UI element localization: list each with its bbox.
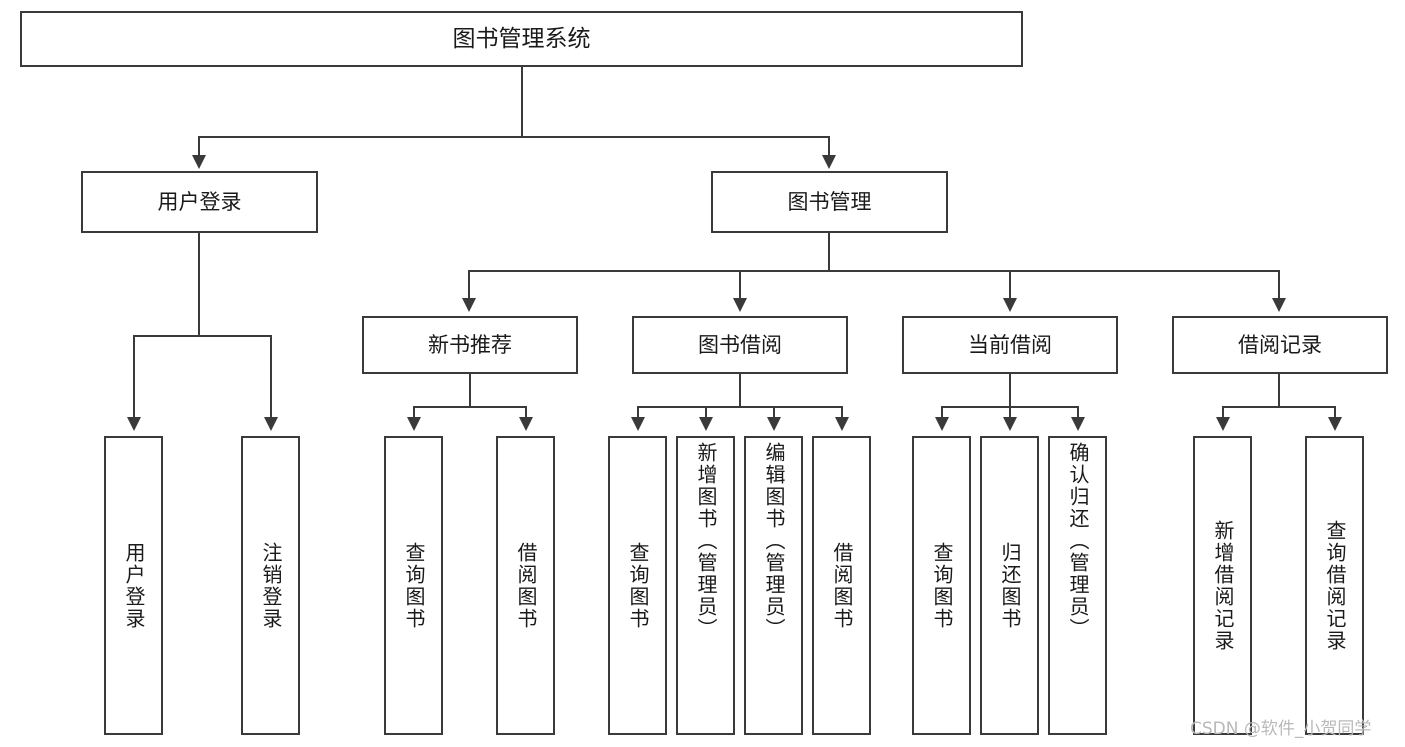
watermark-text: CSDN @软件_小贺同学 (1190, 719, 1372, 739)
connector-root-to-book-manage (828, 136, 830, 158)
connector-book-borrow-to-leaf-2 (705, 406, 707, 419)
leaf-node-current-confirm-return-admin[interactable]: 确认归还（管理员） (1048, 436, 1107, 735)
connector-borrow-record-bus (1222, 406, 1336, 408)
node-label: 注销登录 (259, 541, 283, 630)
node-book-management[interactable]: 图书管理 (711, 171, 948, 233)
arrow-new-book-rec-to-leaf-2 (519, 417, 533, 431)
leaf-node-record-query[interactable]: 查询借阅记录 (1305, 436, 1364, 735)
node-label: 借阅图书 (514, 541, 538, 630)
arrow-root-to-book-manage (822, 155, 836, 169)
connector-book-borrow-bus (637, 406, 843, 408)
connector-new-book-rec-stem (469, 374, 471, 407)
node-label: 借阅记录 (1238, 332, 1322, 357)
arrow-book-manage-to-new-book-rec (462, 298, 476, 312)
connector-book-manage-to-borrow-record (1278, 270, 1280, 300)
arrow-book-manage-to-borrow-record (1272, 298, 1286, 312)
node-label: 借阅图书 (830, 541, 854, 630)
node-label: 确认归还（管理员） (1066, 442, 1090, 640)
arrow-book-borrow-to-leaf-1 (631, 417, 645, 431)
leaf-node-current-query-book[interactable]: 查询图书 (912, 436, 971, 735)
leaf-node-recommend-query-book[interactable]: 查询图书 (384, 436, 443, 735)
node-label: 用户登录 (157, 189, 242, 214)
connector-root-bus (198, 136, 830, 138)
node-label: 查询图书 (402, 541, 426, 630)
connector-book-manage-to-book-borrow (739, 270, 741, 300)
node-label: 图书管理 (787, 189, 872, 214)
connector-current-borrow-to-leaf-2 (1009, 406, 1011, 419)
leaf-node-borrow-borrow-book[interactable]: 借阅图书 (812, 436, 871, 735)
connector-book-borrow-to-leaf-3 (773, 406, 775, 419)
connector-current-borrow-stem (1009, 374, 1011, 407)
connector-borrow-record-to-leaf-2 (1334, 406, 1336, 419)
connector-book-borrow-to-leaf-4 (841, 406, 843, 419)
node-book-management-system[interactable]: 图书管理系统 (20, 11, 1023, 67)
connector-user-login-bus (133, 335, 272, 337)
arrow-current-borrow-to-leaf-2 (1003, 417, 1017, 431)
node-label: 编辑图书（管理员） (762, 442, 786, 640)
connector-book-manage-to-current-borrow (1009, 270, 1011, 300)
node-label: 图书借阅 (698, 332, 782, 357)
leaf-node-recommend-borrow-book[interactable]: 借阅图书 (496, 436, 555, 735)
node-label: 图书管理系统 (452, 25, 591, 52)
arrow-book-borrow-to-leaf-2 (699, 417, 713, 431)
node-label: 查询借阅记录 (1323, 519, 1347, 652)
connector-current-borrow-to-leaf-3 (1077, 406, 1079, 419)
connector-root-stem (521, 67, 523, 137)
arrow-book-borrow-to-leaf-4 (835, 417, 849, 431)
leaf-node-borrow-add-book-admin[interactable]: 新增图书（管理员） (676, 436, 735, 735)
connector-book-manage-stem (828, 233, 830, 271)
arrow-book-manage-to-current-borrow (1003, 298, 1017, 312)
node-label: 当前借阅 (968, 332, 1052, 357)
arrow-borrow-record-to-leaf-1 (1216, 417, 1230, 431)
leaf-node-borrow-query-book[interactable]: 查询图书 (608, 436, 667, 735)
connector-book-borrow-to-leaf-1 (637, 406, 639, 419)
connector-borrow-record-to-leaf-1 (1222, 406, 1224, 419)
node-label: 查询图书 (930, 541, 954, 630)
connector-borrow-record-stem (1278, 374, 1280, 407)
connector-new-book-rec-to-leaf-2 (525, 406, 527, 419)
node-current-borrow[interactable]: 当前借阅 (902, 316, 1118, 374)
arrow-user-login-to-leaf-1 (127, 417, 141, 431)
leaf-node-user-login[interactable]: 用户登录 (104, 436, 163, 735)
node-label: 归还图书 (998, 541, 1022, 630)
node-label: 新增图书（管理员） (694, 442, 718, 640)
leaf-node-borrow-edit-book-admin[interactable]: 编辑图书（管理员） (744, 436, 803, 735)
arrow-user-login-to-leaf-2 (264, 417, 278, 431)
node-label: 用户登录 (122, 541, 146, 630)
arrow-borrow-record-to-leaf-2 (1328, 417, 1342, 431)
node-new-book-recommend[interactable]: 新书推荐 (362, 316, 578, 374)
arrow-new-book-rec-to-leaf-1 (407, 417, 421, 431)
leaf-node-user-logout[interactable]: 注销登录 (241, 436, 300, 735)
arrow-current-borrow-to-leaf-3 (1071, 417, 1085, 431)
leaf-node-record-add[interactable]: 新增借阅记录 (1193, 436, 1252, 735)
connector-current-borrow-to-leaf-1 (941, 406, 943, 419)
connector-root-to-user-login (198, 136, 200, 158)
connector-new-book-rec-bus (413, 406, 527, 408)
leaf-node-current-return-book[interactable]: 归还图书 (980, 436, 1039, 735)
node-label: 新增借阅记录 (1211, 519, 1235, 652)
node-book-borrow[interactable]: 图书借阅 (632, 316, 848, 374)
node-label: 查询图书 (626, 541, 650, 630)
arrow-root-to-user-login (192, 155, 206, 169)
connector-book-borrow-stem (739, 374, 741, 407)
node-user-login[interactable]: 用户登录 (81, 171, 318, 233)
node-borrow-record[interactable]: 借阅记录 (1172, 316, 1388, 374)
connector-book-manage-bus (468, 270, 1280, 272)
node-label: 新书推荐 (428, 332, 512, 357)
arrow-current-borrow-to-leaf-1 (935, 417, 949, 431)
arrow-book-manage-to-book-borrow (733, 298, 747, 312)
connector-user-login-to-leaf-2 (270, 335, 272, 419)
connector-user-login-stem (198, 233, 200, 336)
connector-new-book-rec-to-leaf-1 (413, 406, 415, 419)
arrow-book-borrow-to-leaf-3 (767, 417, 781, 431)
connector-book-manage-to-new-book-rec (468, 270, 470, 300)
connector-user-login-to-leaf-1 (133, 335, 135, 419)
